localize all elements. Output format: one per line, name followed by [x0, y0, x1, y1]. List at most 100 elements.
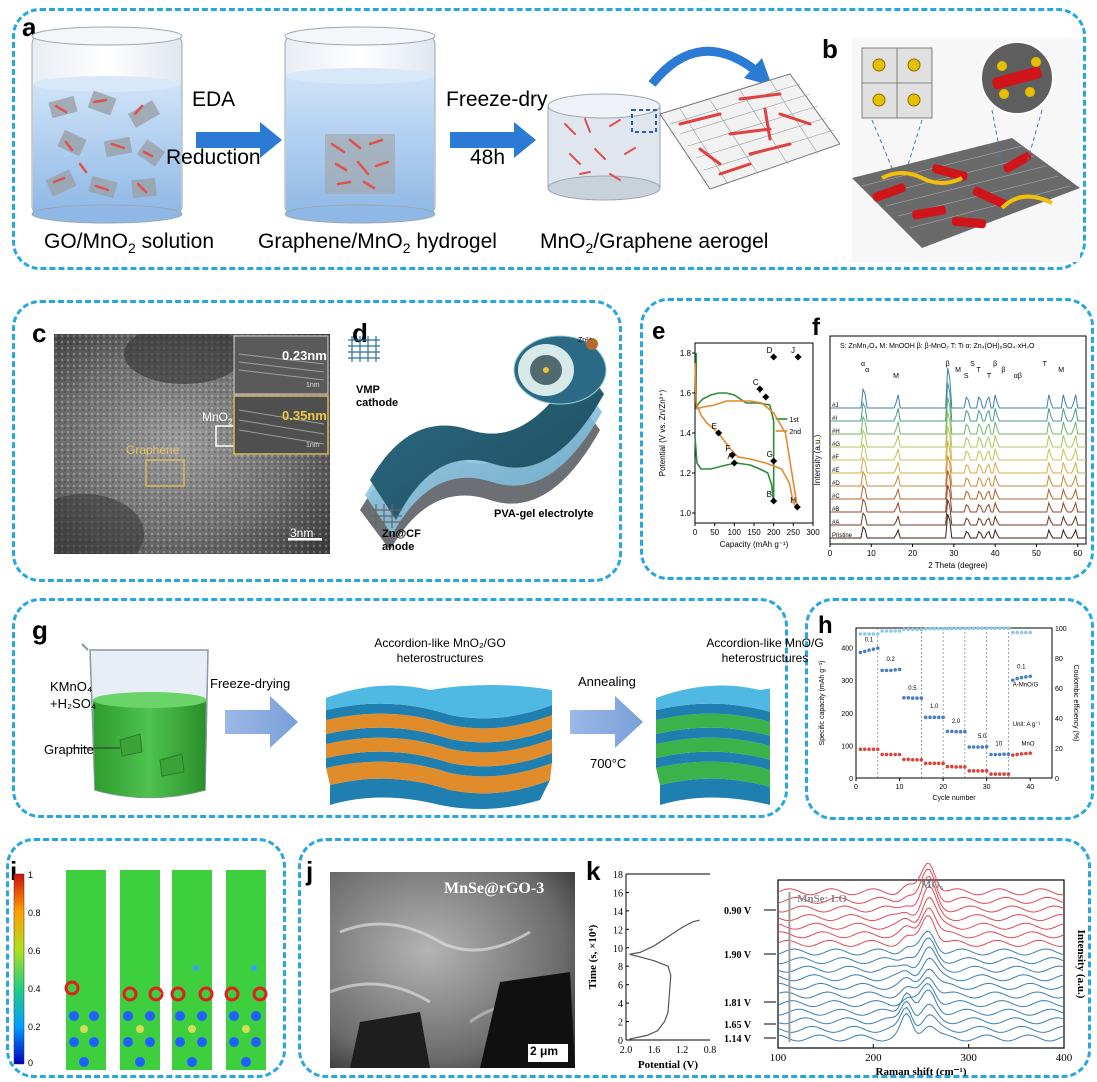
- point-A-MnO/G: [932, 715, 937, 720]
- y-tick-label: 1.4: [680, 429, 692, 438]
- trace-label-1: #A: [832, 520, 839, 526]
- point-MnO: [963, 765, 967, 769]
- y-tick-label: 1.2: [680, 469, 692, 478]
- voltage-label: 1.90 V: [724, 950, 752, 961]
- y-tick-label: 14: [613, 907, 623, 918]
- rate-label: 0.5: [908, 686, 917, 692]
- point-A-MnO/G: [954, 729, 958, 734]
- panel-jk-frame: [298, 838, 1091, 1078]
- panel-label-f: f: [812, 314, 820, 341]
- chart-f-xrd: S: ZnMn₂O₄ M: MnOOH β: β-MnO₂ T: Ti α: Z…: [813, 335, 1087, 570]
- x-tick-label: 30: [949, 549, 958, 558]
- y2-tick-label: 40: [1055, 716, 1063, 723]
- x-tick-label: 300: [960, 1052, 977, 1064]
- step-eda-label: EDA: [192, 88, 236, 111]
- x-tick-label: 200: [767, 528, 781, 537]
- trace-label-10: #J: [832, 403, 838, 409]
- point-A-MnO/G: [1006, 752, 1011, 756]
- y2-tick-label: 0: [1055, 776, 1059, 783]
- step-freeze-drying: Freeze-drying: [210, 676, 291, 691]
- sample-label: MnSe@rGO-3: [444, 880, 545, 897]
- point-CE: [958, 626, 963, 631]
- panel-a-schematic: [31, 26, 840, 224]
- series-line-1: [694, 353, 775, 504]
- point-A-MnO/G: [906, 695, 911, 700]
- y-axis-label: Specific capacity (mAh g⁻¹): [819, 661, 826, 746]
- trace-label-9: #I: [832, 416, 837, 422]
- beaker-go-solution: [31, 26, 183, 224]
- mno2-region-label: MnO2: [202, 410, 233, 427]
- panel-g-schematic: [70, 643, 770, 809]
- point-A-MnO/G: [976, 745, 980, 749]
- raman-trace-2: [777, 1000, 1065, 1025]
- voltage-label: 1.65 V: [724, 1020, 752, 1031]
- x-axis-label: Capacity (mAh g⁻¹): [720, 540, 789, 549]
- graphene-region-label: Graphene: [126, 443, 180, 457]
- point-A-MnO/G: [893, 667, 897, 672]
- arrow-icon-2: [450, 122, 536, 158]
- point-CE: [1015, 630, 1019, 635]
- time-potential-curve: [629, 919, 700, 1040]
- point-MnO: [862, 747, 867, 752]
- point-CE: [928, 626, 932, 631]
- point-A-MnO/G: [910, 696, 915, 700]
- point-MnO: [915, 757, 919, 762]
- point-CE: [941, 626, 945, 631]
- point-MnO: [1011, 753, 1015, 757]
- rate-label: 0.1: [865, 638, 874, 644]
- series-label-mno: MnO: [1022, 741, 1035, 747]
- point-A-MnO/G: [1019, 675, 1024, 680]
- y-tick-label: 4: [618, 999, 623, 1010]
- y-tick-label: 12: [613, 925, 623, 936]
- point-A-MnO/G: [871, 647, 876, 651]
- x-axis-label: Potential (V): [638, 1059, 699, 1071]
- point-MnO: [950, 764, 954, 769]
- point-CE: [889, 629, 893, 633]
- point-MnO: [971, 769, 976, 773]
- xrd-trace-10: [830, 367, 1086, 409]
- point-A-MnO/G: [889, 668, 893, 673]
- point-A-MnO/G: [880, 668, 884, 673]
- raman-trace-10: [777, 930, 1065, 956]
- y-tick-label: 300: [841, 678, 853, 685]
- point-MnO: [906, 757, 911, 762]
- point-CE: [880, 629, 884, 633]
- inset-scalebar-1: 1nm: [306, 382, 320, 389]
- x-tick-label: 1.6: [648, 1045, 661, 1056]
- sem-scalebar-label: 2 μm: [530, 1044, 559, 1058]
- x-tick-label: 300: [806, 528, 820, 537]
- rate-label: 1.0: [930, 704, 939, 710]
- marker-label-I: I: [759, 386, 761, 395]
- point-CE: [902, 627, 906, 632]
- point-CE: [867, 632, 871, 636]
- point-CE: [989, 626, 993, 630]
- raman-trace-1: [777, 1006, 1065, 1033]
- trace-label-0: Pristine: [832, 533, 853, 539]
- flexible-battery-illustration: [348, 335, 607, 550]
- y-tick-label: 8: [618, 962, 623, 973]
- point-A-MnO/G: [928, 715, 932, 720]
- point-A-MnO/G: [980, 745, 985, 749]
- point-CE: [915, 627, 919, 632]
- graphene-sheet: [659, 73, 840, 190]
- legend-text: S: ZnMn₂O₄ M: MnOOH β: β-MnO₂ T: Ti α: Z…: [840, 343, 1035, 350]
- point-A-MnO/G: [923, 715, 928, 720]
- point-MnO: [997, 772, 1002, 776]
- point-A-MnO/G: [963, 729, 967, 734]
- raman-trace-9: [777, 937, 1065, 965]
- point-MnO: [884, 752, 889, 757]
- raman-trace-5: [777, 977, 1065, 999]
- arrow-icon: [196, 122, 282, 158]
- panel-label-h: h: [818, 612, 833, 639]
- y-tick-label: 0: [849, 776, 853, 783]
- y2-tick-label: 60: [1055, 686, 1063, 693]
- svg-text:0.4: 0.4: [28, 984, 41, 994]
- raman-trace-7: [777, 957, 1065, 982]
- point-MnO: [932, 761, 937, 766]
- series-label-amnog: A-MnO/G: [1013, 683, 1039, 689]
- panel-i-frame: [6, 838, 286, 1078]
- caption-hydrogel: Graphene/MnO2 hydrogel: [258, 230, 497, 257]
- voltage-label: 1.81 V: [724, 998, 752, 1009]
- x-tick-label: 0.8: [704, 1045, 717, 1056]
